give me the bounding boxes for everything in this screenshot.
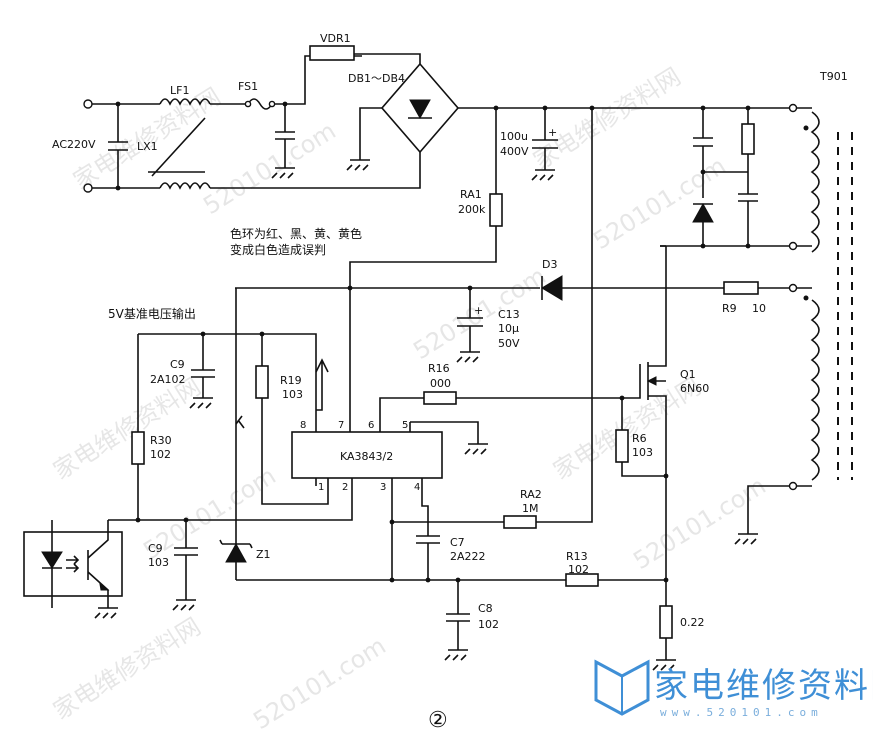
ac-input-section: AC220V LX1 LF1 FS1 (52, 55, 421, 193)
pin-3-label: 3 (380, 482, 386, 493)
c7-capacitor (416, 535, 440, 580)
r9-resistor (723, 281, 759, 295)
ra1-resistor (489, 193, 503, 227)
ra2-value: 1M (522, 502, 539, 515)
watermark-url: 520101.com (248, 632, 390, 736)
r19-resistor (255, 365, 269, 399)
lx1-capacitor (108, 104, 128, 188)
pin-8-label: 8 (300, 420, 306, 431)
ra1-label: RA1 (460, 188, 482, 201)
fs1-label: FS1 (238, 80, 258, 93)
figure-number: ② (428, 708, 448, 733)
svg-text:+: + (548, 126, 557, 139)
pin-5-label: 5 (402, 420, 408, 431)
q1-label: Q1 (680, 368, 696, 381)
watermark-url: 520101.com (198, 117, 340, 221)
snubber-network (660, 105, 790, 249)
sense-resistor (659, 605, 673, 639)
c13-capacitor: + (456, 288, 483, 363)
c9b-label: C9 (148, 542, 163, 555)
ic-label: KA3843/2 (340, 450, 393, 463)
z1-zener-diode (219, 539, 253, 580)
sense-resistor-value: 0.22 (680, 616, 705, 629)
d3-label: D3 (542, 258, 557, 271)
pin-2-label: 2 (342, 482, 348, 493)
r16-label: R16 (428, 362, 450, 375)
c9a-label: C9 (170, 358, 185, 371)
bridge-rectifier (346, 62, 790, 171)
c9-feedback-capacitor (172, 520, 198, 611)
pin-1-label: 1 (318, 482, 324, 493)
ra2-label: RA2 (520, 488, 542, 501)
c9a-value: 2A102 (150, 373, 186, 386)
r30-value: 102 (150, 448, 171, 461)
ref5v-label: 5V基准电压输出 (108, 306, 196, 321)
c8-value: 102 (478, 618, 499, 631)
r16-value: 000 (430, 377, 451, 390)
lx1-label: LX1 (137, 140, 158, 153)
bulk-cap-value: 100u (500, 130, 528, 143)
note-line-2: 变成白色造成误判 (230, 242, 326, 257)
logo-text: 家电维修资料网 (654, 666, 873, 706)
r6-resistor (615, 429, 629, 463)
r6-label: R6 (632, 432, 647, 445)
pin-7-label: 7 (338, 420, 344, 431)
bridge-label: DB1～DB4 (348, 72, 405, 85)
watermark-cn: 家电维修资料网 (528, 62, 685, 175)
c13-label: C13 (498, 308, 520, 321)
lf1-label: LF1 (170, 84, 189, 97)
r19-label: R19 (280, 374, 302, 387)
ra2-resistor (503, 515, 537, 529)
ac-terminal-bottom (83, 183, 93, 193)
r9-label: R9 (722, 302, 737, 315)
r30-label: R30 (150, 434, 172, 447)
r13-label: R13 (566, 550, 588, 563)
ka3843-ic: KA3843/2 8 7 6 5 1 2 3 4 (291, 420, 443, 493)
pin-6-label: 6 (368, 420, 374, 431)
ac-terminal-top (83, 99, 93, 109)
q1-value: 6N60 (680, 382, 709, 395)
lf1-choke (148, 98, 211, 190)
watermark-url: 520101.com (628, 472, 770, 576)
vdr1-label: VDR1 (320, 32, 351, 45)
vdr1-varistor (309, 45, 421, 64)
r30-resistor (131, 431, 145, 465)
c7-label: C7 (450, 536, 465, 549)
fs1-fuse (244, 98, 276, 110)
r13-value: 102 (568, 563, 589, 576)
watermark-cn: 家电维修资料网 (48, 372, 205, 485)
watermark-cn: 家电维修资料网 (48, 612, 205, 725)
r6-value: 103 (632, 446, 653, 459)
r9-value: 10 (752, 302, 766, 315)
t901-label: T901 (819, 70, 848, 83)
ra1-value: 200k (458, 203, 486, 216)
logo-url: www.520101.com (660, 706, 823, 719)
c9b-value: 103 (148, 556, 169, 569)
note-line-1: 色环为红、黑、黄、黄色 (230, 226, 362, 241)
c13-voltage: 50V (498, 337, 520, 350)
t901-transformer (788, 103, 853, 491)
c9-ref-capacitor (189, 334, 215, 409)
r16-resistor (423, 391, 457, 405)
ac-label: AC220V (52, 138, 96, 151)
c8-label: C8 (478, 602, 493, 615)
bulk-cap-voltage: 400V (500, 145, 529, 158)
site-logo: 家电维修资料网 www.520101.com (594, 659, 873, 719)
optocoupler (23, 520, 123, 619)
r19-value: 103 (282, 388, 303, 401)
svg-text:+: + (474, 304, 483, 317)
q1-mosfet (622, 246, 667, 476)
c8-capacitor (444, 580, 470, 661)
pin-4-label: 4 (414, 482, 420, 493)
c7-value: 2A222 (450, 550, 486, 563)
c13-value: 10μ (498, 322, 519, 335)
bulk-capacitor: + (531, 108, 558, 181)
z1-label: Z1 (256, 548, 271, 561)
